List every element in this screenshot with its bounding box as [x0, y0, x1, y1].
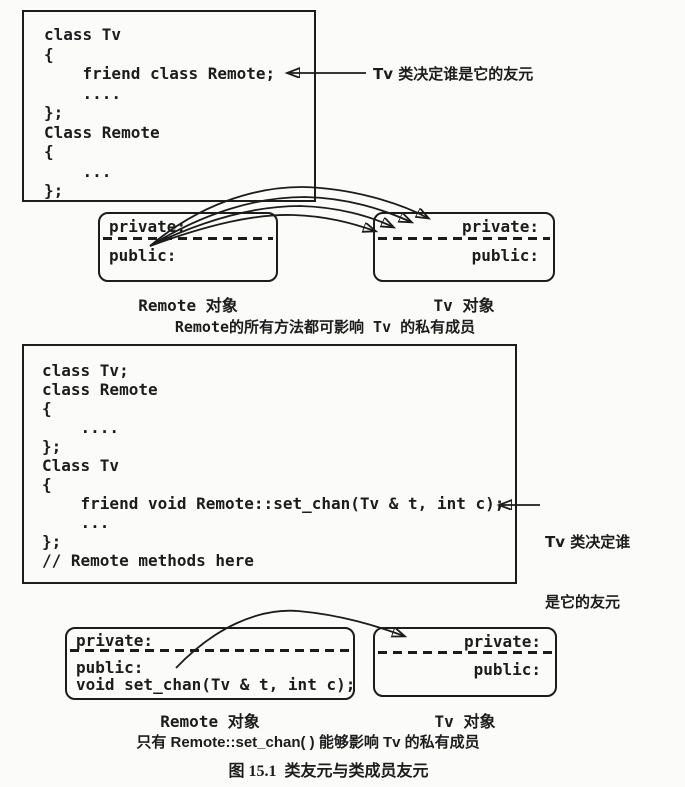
middle-tv-object-caption: Tv 对象	[433, 296, 495, 315]
code-line: class Tv	[44, 25, 122, 44]
code-line: {	[42, 475, 52, 494]
code-line: };	[44, 181, 64, 200]
bottom-remote-object-caption: Remote 对象	[160, 712, 260, 731]
code-line-friend-class: friend class Remote;	[44, 64, 276, 83]
code-line: {	[44, 142, 54, 161]
code-line: {	[44, 44, 54, 64]
bottom-remote-object-box: private: public: void set_chan(Tv & t, i…	[65, 627, 355, 700]
access-divider-dashed-line	[103, 237, 273, 240]
public-section-label: public:	[76, 658, 144, 677]
private-section-label: private:	[76, 631, 154, 650]
code-line: ....	[42, 418, 120, 437]
access-divider-dashed-line	[378, 651, 552, 654]
code-line: ...	[42, 513, 110, 532]
code-line: Class Tv	[42, 456, 120, 475]
code-line: {	[42, 399, 52, 418]
set-chan-method-label: void set_chan(Tv & t, int c);	[76, 675, 356, 694]
middle-tv-object-box: private: public:	[373, 212, 555, 282]
bottom-diagram-caption: 只有 Remote::set_chan( ) 能够影响 Tv 的私有成员	[136, 734, 480, 751]
code-line: class Tv;	[42, 361, 129, 380]
private-section-label: private:	[109, 217, 187, 236]
code-line: ....	[44, 83, 122, 103]
code-line: };	[42, 532, 62, 551]
friend-method-callout-label: Tv 类决定谁 是它的友元	[545, 492, 630, 652]
public-section-label: public:	[473, 660, 541, 679]
friend-class-callout-label: Tv 类决定谁是它的友元	[373, 65, 534, 83]
code-line: };	[44, 103, 64, 122]
class-friend-code-box: class Tv { friend class Remote; .... }; …	[22, 10, 316, 202]
public-section-label: public:	[471, 246, 539, 265]
bottom-tv-object-caption: Tv 对象	[434, 712, 496, 731]
code-line-friend-method: friend void Remote::set_chan(Tv & t, int…	[42, 494, 505, 513]
private-section-label: private:	[461, 217, 539, 236]
callout-line-1: Tv 类决定谁	[545, 533, 631, 551]
code-line: class Remote	[42, 380, 158, 399]
callout-line-2: 是它的友元	[545, 593, 621, 611]
middle-remote-object-caption: Remote 对象	[138, 296, 238, 315]
bottom-tv-object-box: private: public:	[373, 627, 557, 697]
member-friend-code-box: class Tv; class Remote { .... }; Class T…	[22, 344, 517, 584]
code-line: ...	[44, 161, 112, 181]
middle-remote-object-box: private: public:	[98, 212, 278, 282]
middle-diagram-caption: Remote的所有方法都可影响 Tv 的私有成员	[174, 318, 476, 336]
private-section-label: private:	[463, 632, 541, 651]
code-line: // Remote methods here	[42, 551, 254, 570]
access-divider-dashed-line	[70, 649, 350, 652]
public-section-label: public:	[109, 246, 177, 265]
figure-caption: 图 15.1 类友元与类成员友元	[228, 763, 429, 780]
code-line: };	[42, 437, 62, 456]
code-line: Class Remote	[44, 122, 160, 142]
access-divider-dashed-line	[378, 237, 550, 240]
